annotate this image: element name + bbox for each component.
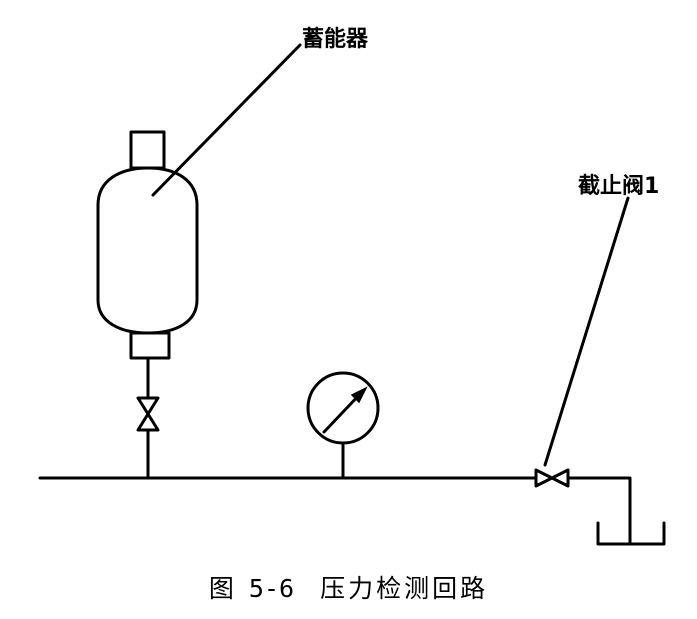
shutoff-valve-leader-line xyxy=(543,196,630,467)
accumulator-leader-line xyxy=(151,43,302,197)
accumulator-shell xyxy=(96,166,199,335)
pressure-gauge-dial xyxy=(306,371,380,445)
accumulator-top-port xyxy=(129,130,166,170)
accumulator-symbol xyxy=(96,130,199,360)
shutoff-valve-1-symbol xyxy=(534,468,570,488)
pressure-gauge-needle-arrowhead xyxy=(350,386,368,404)
accumulator-label: 蓄能器 xyxy=(302,27,369,52)
figure-number: 图 5-6 xyxy=(208,574,295,603)
figure-title: 压力检测回路 xyxy=(320,574,489,603)
pressure-gauge-symbol xyxy=(306,371,380,480)
accumulator-valve-symbol xyxy=(136,396,160,432)
tank-symbol xyxy=(596,521,666,546)
accumulator-bottom-port xyxy=(129,331,171,360)
tank-return-pipe xyxy=(566,476,632,546)
figure-caption: 图 5-6 压力检测回路 xyxy=(0,576,697,601)
shutoff-valve-1-label: 截止阀1 xyxy=(578,174,660,199)
